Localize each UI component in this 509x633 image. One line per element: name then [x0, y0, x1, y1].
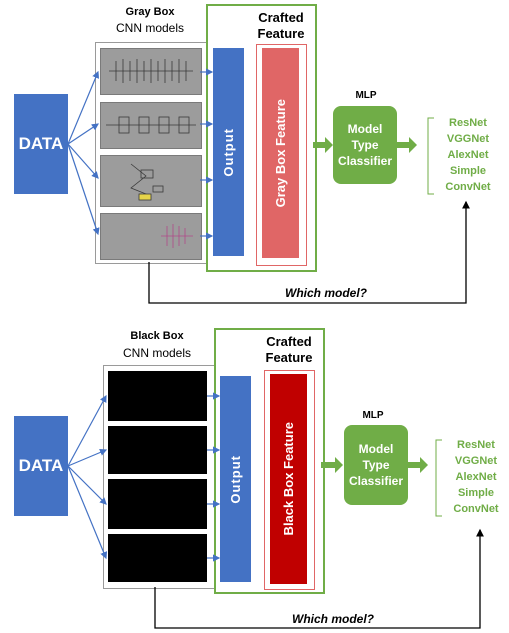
- gray-feature-bar: Gray Box Feature: [262, 48, 299, 258]
- black-feedback-arrow: [154, 528, 484, 629]
- black-class-vggnet: VGGNet: [454, 454, 498, 467]
- gray-mlp-label: MLP: [355, 90, 377, 101]
- black-model-to-output: [207, 392, 221, 562]
- gray-class-convnet: ConvNet: [445, 180, 491, 193]
- gray-green-arrows: [313, 137, 417, 153]
- gray-data-fanout: [67, 70, 100, 236]
- black-question: Which model?: [292, 612, 374, 626]
- gray-classifier-box: Model Type Classifier: [333, 106, 397, 184]
- black-class-alexnet: AlexNet: [455, 470, 497, 483]
- gray-class-list: ResNet VGGNet AlexNet Simple ConvNet: [438, 116, 498, 196]
- black-classifier-line-3: Classifier: [348, 474, 404, 489]
- black-crafted-line-1: Crafted: [266, 334, 312, 349]
- gray-crafted-line-1: Crafted: [258, 10, 304, 25]
- gray-class-bracket: [427, 117, 434, 195]
- black-class-resnet: ResNet: [457, 439, 495, 451]
- gray-class-resnet: ResNet: [449, 117, 487, 129]
- black-model-thumb-3: [108, 479, 207, 529]
- black-feature-bar: Black Box Feature: [270, 374, 307, 584]
- black-classifier-line-2: Type: [362, 457, 390, 472]
- black-class-bracket: [435, 439, 442, 517]
- black-data-fanout: [67, 394, 108, 560]
- black-classifier-box: Model Type Classifier: [344, 425, 408, 505]
- black-model-thumb-2: [108, 426, 207, 474]
- gray-classifier-line-3: Classifier: [337, 154, 393, 169]
- black-model-thumb-4: [108, 534, 207, 582]
- gray-crafted-line-2: Feature: [257, 26, 305, 42]
- gray-classifier-line-2: Type: [351, 137, 379, 152]
- black-green-arrows: [321, 457, 428, 473]
- gray-model-thumb-2: [100, 102, 202, 149]
- gray-model-thumb-1: [100, 48, 202, 95]
- black-crafted-title: Crafted Feature: [254, 334, 324, 367]
- gray-class-alexnet: AlexNet: [447, 148, 489, 161]
- gray-title: Gray Box: [125, 6, 175, 18]
- black-title: Black Box: [130, 330, 184, 342]
- gray-class-vggnet: VGGNet: [446, 132, 490, 145]
- black-model-thumb-1: [108, 371, 207, 421]
- gray-model-thumb-3: [100, 155, 202, 207]
- black-subtitle: CNN models: [122, 346, 191, 360]
- gray-class-simple: Simple: [449, 164, 487, 177]
- black-class-simple: Simple: [457, 486, 495, 499]
- black-class-list: ResNet VGGNet AlexNet Simple ConvNet: [446, 438, 506, 518]
- black-class-convnet: ConvNet: [453, 502, 499, 515]
- black-output-bar: Output: [220, 376, 251, 582]
- gray-classifier-line-1: Model: [347, 121, 383, 136]
- black-crafted-line-2: Feature: [265, 350, 313, 366]
- black-classifier-line-1: Model: [358, 441, 394, 456]
- gray-feedback-arrow: [148, 200, 470, 304]
- gray-question: Which model?: [285, 286, 367, 300]
- gray-subtitle: CNN models: [115, 21, 184, 35]
- gray-output-bar: Output: [213, 48, 244, 256]
- gray-crafted-title: Crafted Feature: [246, 10, 316, 43]
- black-mlp-label: MLP: [362, 410, 384, 421]
- black-data-box: DATA: [14, 416, 68, 516]
- gray-model-to-output: [200, 68, 214, 240]
- gray-data-box: DATA: [14, 94, 68, 194]
